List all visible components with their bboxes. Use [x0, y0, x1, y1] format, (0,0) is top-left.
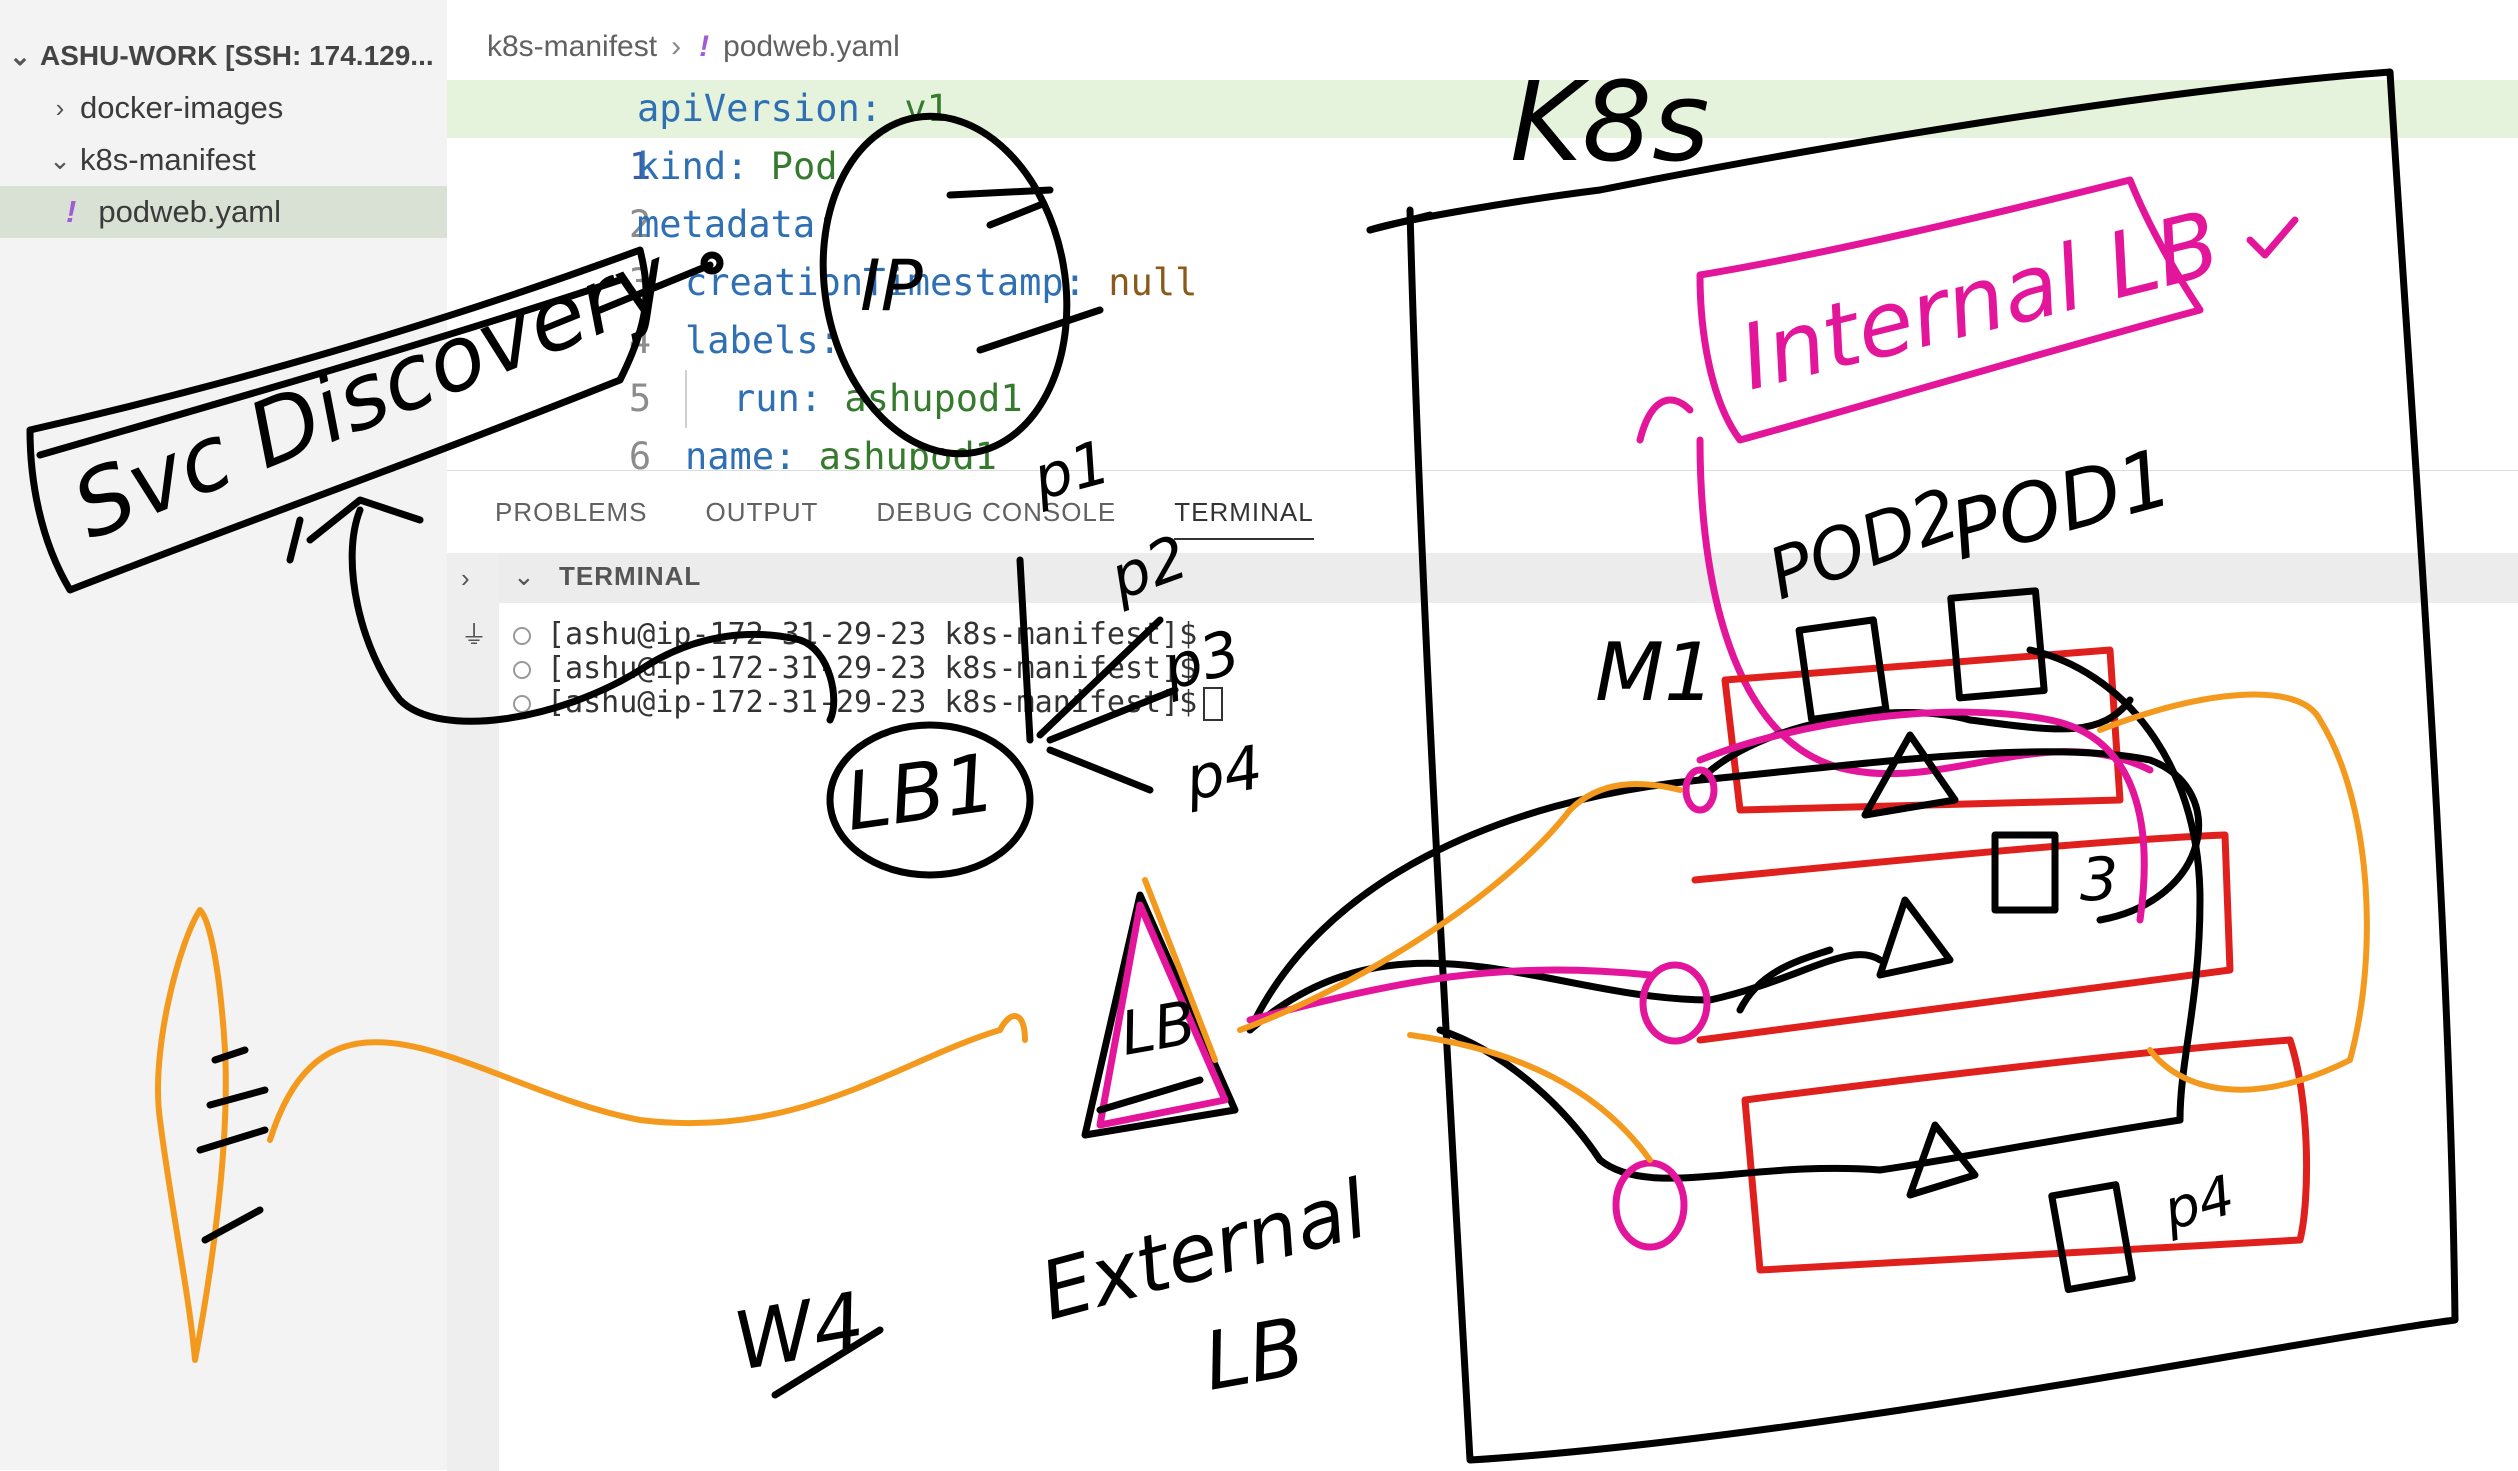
yaml-key: kind	[637, 145, 727, 188]
service-triangle-2	[1876, 896, 1954, 979]
w4-label: W4	[727, 1275, 871, 1389]
orange-wire	[267, 1027, 1003, 1143]
pod1-box	[1947, 587, 2048, 702]
node-port-marker	[1682, 766, 1718, 814]
line-number: 6	[628, 435, 652, 478]
chevron-right-icon: ›	[55, 92, 65, 123]
service-triangle-1	[1861, 731, 1959, 819]
pod4-box	[2048, 1181, 2136, 1294]
node-row-3	[1741, 1036, 2311, 1274]
folder-label: docker-images	[80, 90, 284, 125]
m1-label: M1	[1595, 626, 1715, 719]
pod3-box	[1991, 831, 2059, 914]
yaml-key: metadata	[637, 203, 816, 246]
lb1-circle	[826, 721, 1034, 879]
chevron-right-icon: ›	[671, 30, 682, 63]
p1-label: p1	[1025, 427, 1118, 515]
terminal-line: [ashu@ip-172-31-29-23 k8s-manifest]$	[513, 651, 1197, 686]
node-port-marker	[1639, 961, 1711, 1045]
node-row-1	[1721, 646, 2124, 814]
yaml-key: run	[733, 377, 800, 420]
file-label: podweb.yaml	[98, 194, 281, 229]
terminal-title: TERMINAL	[559, 561, 702, 591]
k8s-cluster-outline	[1366, 68, 2459, 1464]
circle-icon	[513, 694, 531, 713]
breadcrumb: k8s-manifest ›! podweb.yaml	[487, 30, 900, 64]
circle-icon	[513, 626, 531, 645]
pod3-label: 3	[2080, 845, 2118, 915]
lb-label: LB	[1115, 988, 1201, 1070]
terminal-line[interactable]: [ashu@ip-172-31-29-23 k8s-manifest]$	[513, 685, 1224, 721]
terminal-header[interactable]: ⌄ TERMINAL	[499, 553, 2518, 603]
explorer-root[interactable]: ⌄ ASHU-WORK [SSH: 174.129...	[0, 30, 434, 82]
tab-output[interactable]: OUTPUT	[705, 497, 819, 527]
yaml-value: v1	[904, 87, 949, 130]
ip-bubble	[819, 112, 1071, 458]
lb1-label: LB1	[840, 736, 1002, 849]
chevron-down-icon: ⌄	[49, 144, 71, 175]
line-number: 2	[628, 203, 652, 246]
plug-icon[interactable]: ⏚	[461, 620, 488, 650]
breadcrumb-folder[interactable]: k8s-manifest	[487, 30, 658, 63]
connector-dot	[700, 251, 724, 275]
tab-debug-console[interactable]: DEBUG CONSOLE	[876, 497, 1117, 527]
chevron-down-icon: ⌄	[9, 40, 31, 71]
terminal-text: [ashu@ip-172-31-29-23 k8s-manifest]$	[547, 651, 1198, 686]
folder-label: k8s-manifest	[80, 142, 256, 177]
p2-label: p2	[1100, 522, 1197, 614]
external-lb-label: External	[1031, 1162, 1377, 1338]
yaml-file-icon: !	[66, 194, 77, 229]
yaml-key: creationTimestamp	[685, 261, 1064, 304]
p4-label: p4	[1179, 733, 1267, 815]
yaml-value: Pod	[770, 145, 838, 188]
internal-lb-label: Internal LB	[1730, 191, 2230, 411]
folder-k8s-manifest[interactable]: ⌄ k8s-manifest	[0, 134, 256, 186]
yaml-key: apiVersion	[637, 87, 860, 130]
terminal-line: [ashu@ip-172-31-29-23 k8s-manifest]$	[513, 617, 1197, 652]
yaml-key: labels	[685, 319, 819, 362]
panel-tabs: PROBLEMS OUTPUT DEBUG CONSOLE TERMINAL	[495, 497, 1314, 540]
terminal-gutter: › ⏚	[447, 553, 499, 1471]
user-figure	[155, 907, 229, 1363]
terminal-text: [ashu@ip-172-31-29-23 k8s-manifest]$	[547, 617, 1198, 652]
chevron-down-icon[interactable]: ⌄	[513, 561, 535, 591]
explorer-root-label: ASHU-WORK [SSH: 174.129...	[40, 40, 434, 71]
terminal-text: [ashu@ip-172-31-29-23 k8s-manifest]$	[547, 685, 1198, 720]
folder-docker-images[interactable]: › docker-images	[0, 82, 284, 134]
circle-icon	[513, 660, 531, 679]
line-number: 5	[628, 377, 652, 420]
indent-guide	[685, 370, 687, 428]
svc-discovery-box	[26, 246, 650, 594]
k8s-label: K8s	[1510, 58, 1709, 186]
terminal-cursor	[1203, 686, 1224, 721]
ip-label: IP	[860, 245, 924, 327]
yaml-file-icon: !	[699, 30, 710, 63]
pod2-label: POD2	[1758, 472, 1970, 616]
internal-lb-box	[1696, 176, 2204, 444]
arrow-icon	[306, 496, 838, 725]
pod4-label: p4	[2156, 1163, 2241, 1243]
external-lb-triangle	[1081, 891, 1239, 1139]
external-lb-sub-label: LB	[1197, 1300, 1311, 1409]
node-row-2	[1691, 831, 2234, 1044]
line-number: 1	[628, 145, 652, 188]
checkmark-icon	[2246, 216, 2299, 259]
chevron-right-icon[interactable]: ›	[461, 563, 470, 593]
yaml-value: null	[1108, 261, 1198, 304]
explorer-sidebar: ⌄ ASHU-WORK [SSH: 174.129... › docker-im…	[0, 0, 447, 1470]
tab-problems[interactable]: PROBLEMS	[495, 497, 648, 527]
orange-wire	[997, 1013, 1028, 1043]
pod1-label: POD1	[1941, 431, 2181, 579]
tab-terminal[interactable]: TERMINAL	[1174, 497, 1314, 540]
yaml-key: name	[685, 435, 775, 470]
file-podweb-yaml[interactable]: ! podweb.yaml	[0, 186, 447, 238]
breadcrumb-file[interactable]: podweb.yaml	[723, 30, 900, 63]
